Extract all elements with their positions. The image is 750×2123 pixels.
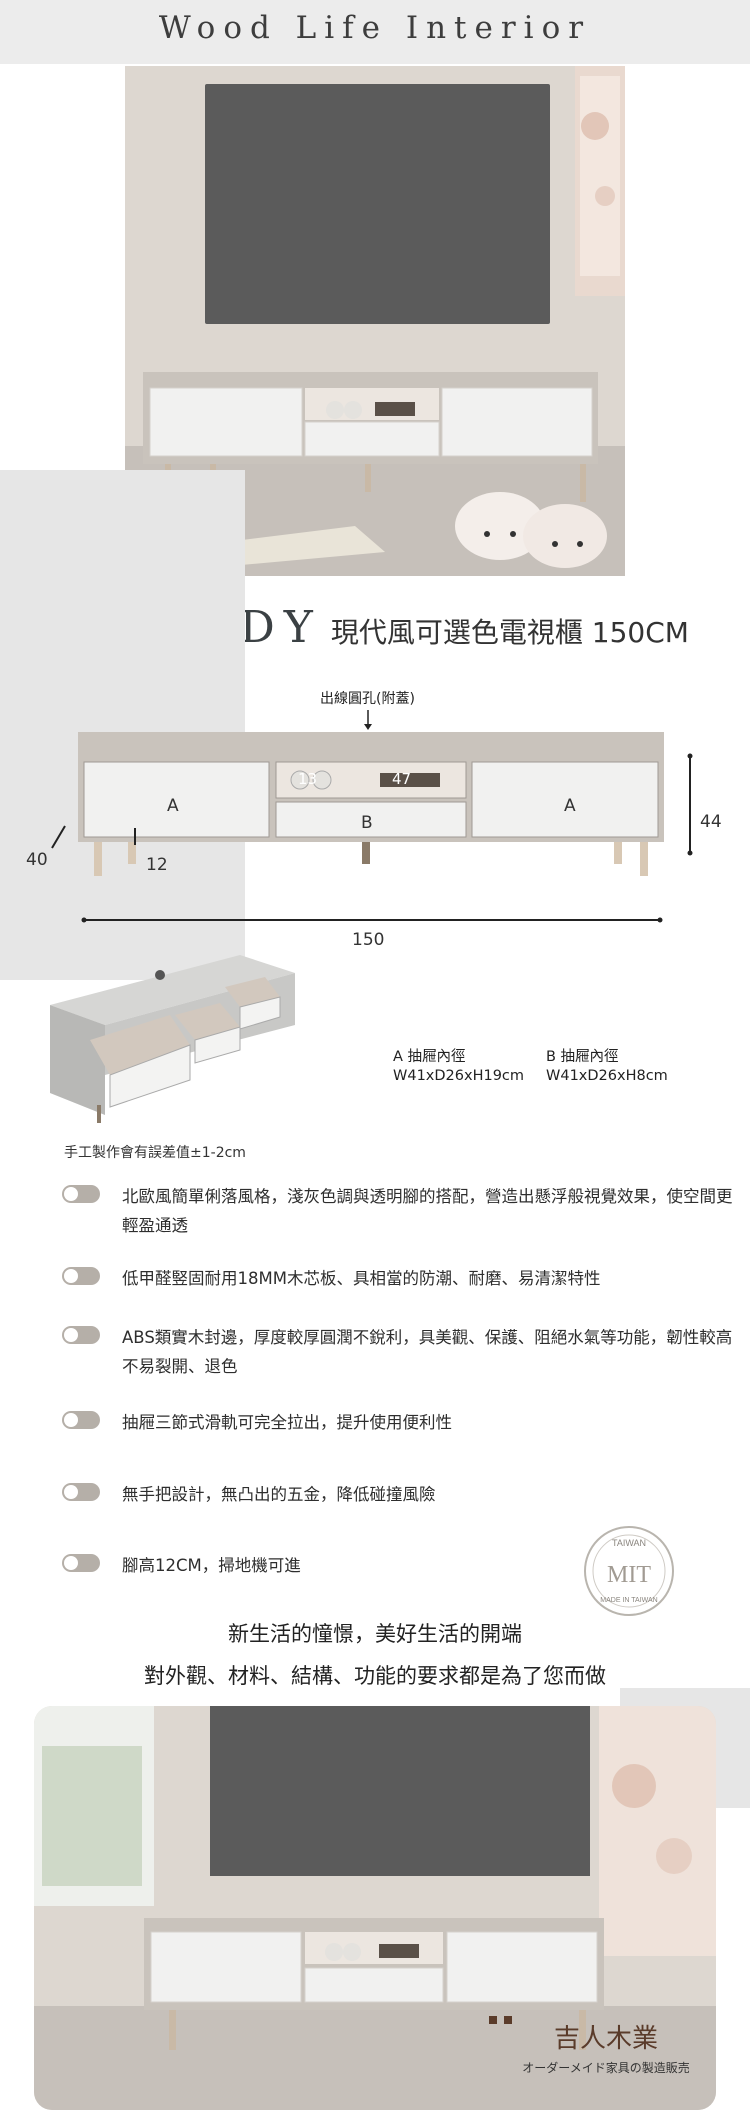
open-drawer-illustration bbox=[40, 945, 300, 1135]
toggle-icon bbox=[62, 1267, 100, 1285]
width-label: 150 bbox=[352, 930, 385, 950]
left-gray-panel bbox=[0, 470, 245, 980]
toggle-icon bbox=[62, 1411, 100, 1429]
feature-text: ABS類實木封邊，厚度較厚圓潤不銳利，具美觀、保護、阻絕水氣等功能，韌性較高不易… bbox=[122, 1328, 733, 1376]
slogan-line-1: 新生活的憧憬，美好生活的開端 bbox=[228, 1622, 522, 1646]
feature-text: 腳高12CM，掃地機可進 bbox=[122, 1556, 301, 1575]
depth-label: 40 bbox=[26, 850, 48, 870]
drawer-a-left-label: A bbox=[167, 796, 179, 816]
bottom-photo bbox=[34, 1706, 716, 2110]
mit-badge: TAIWAN MIT MADE IN TAIWAN bbox=[582, 1524, 676, 1618]
toggle-icon bbox=[62, 1554, 100, 1572]
hole-label: 出線圓孔(附蓋) bbox=[320, 691, 415, 707]
feature-text: 無手把設計，無凸出的五金，降低碰撞風險 bbox=[122, 1485, 436, 1504]
drawer-b-size: W41xD26xH8cm bbox=[546, 1068, 668, 1084]
feature-text: 北歐風簡單俐落風格，淺灰色調與透明腳的搭配，營造出懸浮般視覺效果，使空間更輕盈通… bbox=[122, 1187, 733, 1235]
drawer-a-title: A 抽屜內徑 bbox=[393, 1049, 466, 1065]
drawer-a-right-label: A bbox=[564, 796, 576, 816]
watermark-name: 吉人木業 bbox=[553, 2024, 658, 2054]
drawer-a-spec: A 抽屜內徑 W41xD26xH19cm bbox=[393, 1048, 524, 1086]
height-label: 44 bbox=[700, 812, 722, 832]
shelf-left-label: 13 bbox=[298, 770, 318, 788]
drawer-b-spec: B 抽屜內徑 W41xD26xH8cm bbox=[546, 1048, 668, 1086]
shelf-center-label: 47 bbox=[392, 770, 412, 788]
header-bar bbox=[0, 0, 750, 64]
dimension-diagram bbox=[0, 680, 750, 970]
watermark-sub: オーダーメイド家具の製造販売 bbox=[522, 2061, 690, 2075]
brand-title: Wood Life Interior bbox=[158, 10, 592, 46]
drawer-b-label: B bbox=[361, 813, 373, 833]
toggle-icon bbox=[62, 1185, 100, 1203]
slogan-line-2: 對外觀、材料、結構、功能的要求都是為了您而做 bbox=[144, 1664, 606, 1688]
feature-text: 抽屜三節式滑軌可完全拉出，提升使用便利性 bbox=[122, 1413, 452, 1432]
badge-main-text: MIT bbox=[607, 1562, 651, 1588]
leg-height-label: 12 bbox=[146, 855, 168, 875]
feature-text: 低甲醛竪固耐用18MM木芯板、具相當的防潮、耐磨、易清潔特性 bbox=[122, 1269, 601, 1288]
tolerance-note: 手工製作會有誤差值±1-2cm bbox=[64, 1145, 246, 1161]
watermark-logo: 吉人木業 オーダーメイド家具の製造販売 bbox=[496, 2018, 716, 2076]
title-chinese: 現代風可選色電視櫃 150CM bbox=[330, 616, 689, 649]
toggle-icon bbox=[62, 1326, 100, 1344]
drawer-a-size: W41xD26xH19cm bbox=[393, 1068, 525, 1084]
badge-top-text: TAIWAN bbox=[612, 1538, 646, 1548]
toggle-icon bbox=[62, 1483, 100, 1501]
badge-bottom-text: MADE IN TAIWAN bbox=[600, 1597, 657, 1604]
drawer-b-title: B 抽屜內徑 bbox=[546, 1049, 619, 1065]
